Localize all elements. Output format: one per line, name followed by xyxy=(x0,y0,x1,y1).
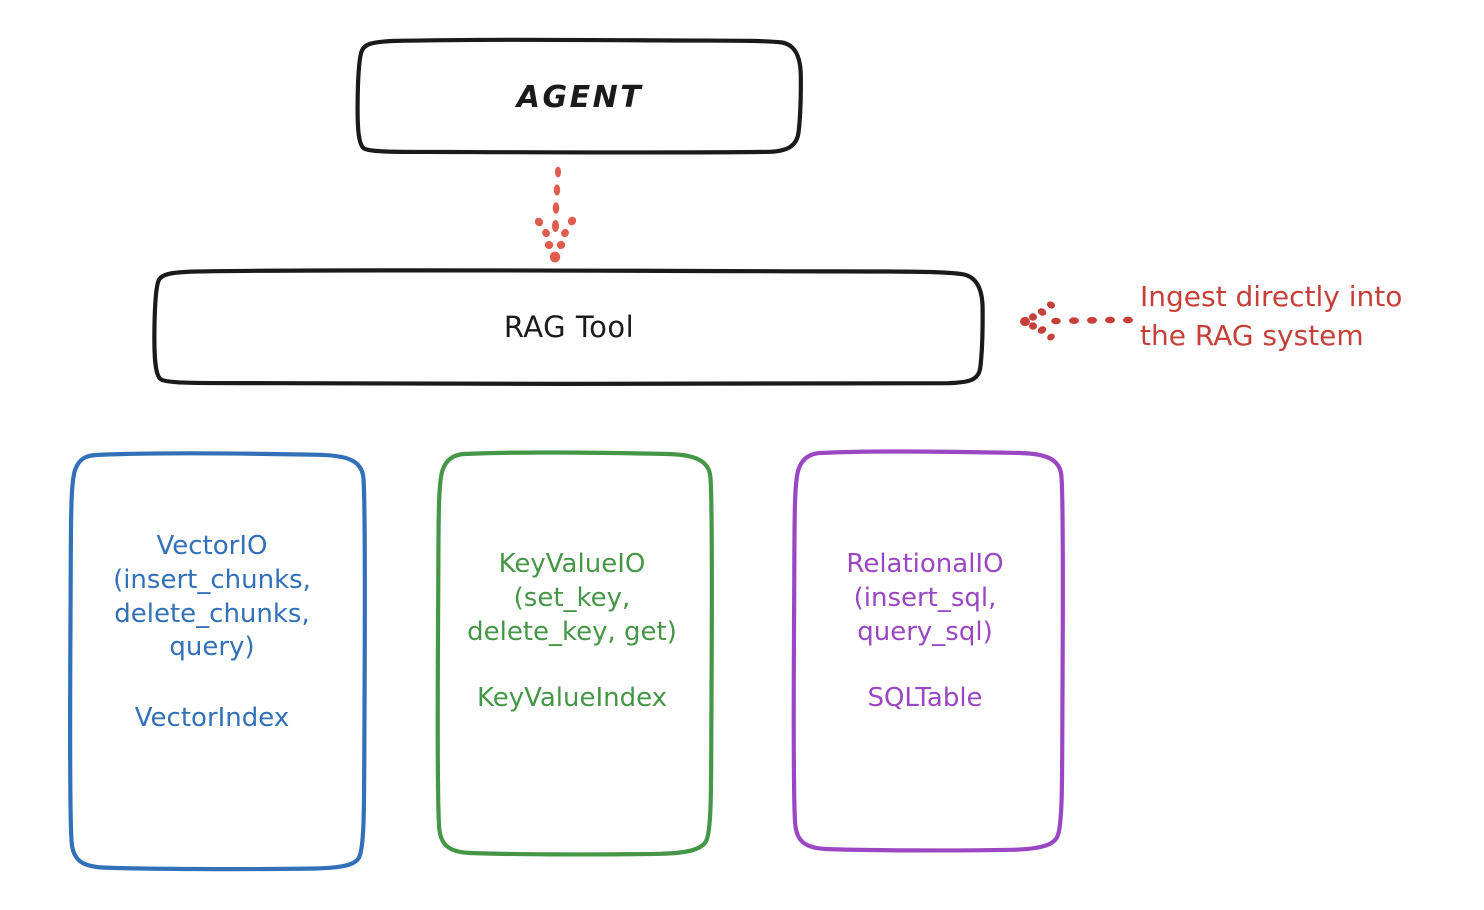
agent-to-rag-connector xyxy=(534,166,577,263)
relationalio-box-outline[interactable] xyxy=(791,449,1065,853)
rag-tool-box-outline[interactable] xyxy=(152,268,985,387)
ingest-connector-arrow xyxy=(1020,301,1133,341)
agent-box-outline[interactable] xyxy=(355,37,803,155)
vectorio-box-outline[interactable] xyxy=(68,451,367,872)
keyvalueio-box-outline[interactable] xyxy=(435,450,714,857)
